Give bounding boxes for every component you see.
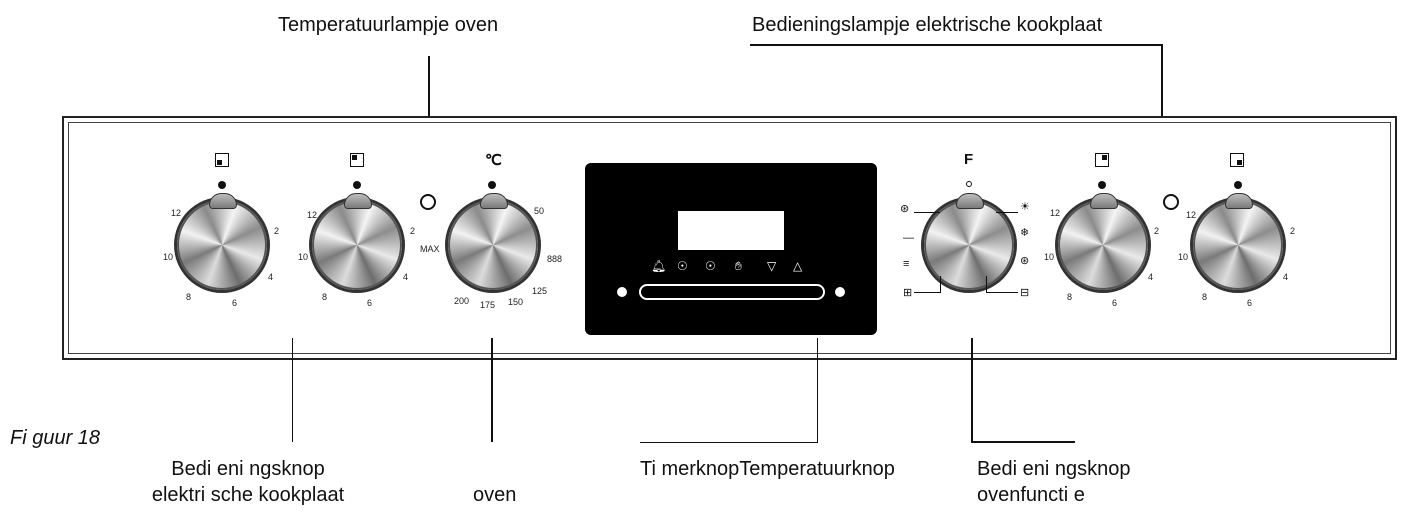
function-symbol: F [964,151,974,168]
scale-label: 8 [1067,292,1073,302]
knob-indicator-dot [218,181,226,189]
scale-label: 125 [532,286,548,296]
scale-label: 2 [410,226,416,236]
light-icon: ☀︎ [1020,201,1030,213]
hob-knob-2[interactable] [312,193,402,290]
scale-label: 12 [307,210,318,220]
scale-label: 2 [1290,226,1296,236]
oven-temperature-knob[interactable] [448,193,538,290]
grill-label: 888 [547,254,563,264]
bell-icon[interactable]: 🔔︎ [651,259,667,273]
hob-indicator-lamp [1163,194,1179,210]
scale-label: 2 [274,226,280,236]
oven-temperature-lamp-label: Temperatuurlampje oven [278,14,499,36]
minus-icon[interactable]: ▽ [767,259,777,273]
scale-label: 4 [1283,272,1289,282]
manual-icon[interactable]: ✋︎ [735,259,742,273]
scale-label: 12 [1050,208,1061,218]
leader-line-function-v [971,338,973,442]
leader-line-oven-lamp [428,56,430,154]
function-line [940,276,941,293]
hob-knob-label-line2: elektri sche kookplaat [151,484,345,506]
scale-label: 200 [454,296,470,306]
scale-label: 6 [1247,298,1253,308]
hob-zone-icon [350,153,364,167]
celsius-symbol: ℃ [485,152,502,169]
scale-label: 4 [268,272,274,282]
leader-line-oven-knob [491,338,493,442]
oven-temperature-lamp [420,194,436,210]
knob-indicator-dot [1234,181,1242,189]
scale-label: 2 [1154,226,1160,236]
scale-label: 12 [171,208,182,218]
grill-icon: ⊞ [903,287,913,299]
scale-label: 10 [1044,252,1055,262]
leader-line-function-h [971,441,1075,443]
knob-indicator-dot [1098,181,1106,189]
hob-knob-3[interactable] [1058,193,1148,290]
display-screen [678,211,784,250]
plus-icon[interactable]: △ [793,259,803,273]
scale-label: 6 [367,298,373,308]
fan-grill-icon: ⊛ [1020,255,1030,267]
cook-start-icon[interactable]: ☉ [677,259,688,273]
scale-label: 8 [1202,292,1208,302]
timer-temperature-knob-label: Ti merknopTemperatuurknop [640,458,895,480]
leader-line-hob-lamp-v [1161,44,1163,158]
scale-label: 4 [1148,272,1154,282]
oven-function-knob[interactable] [924,193,1014,290]
scale-label: 8 [186,292,192,302]
figure-label: Fi guur 18 [10,427,101,449]
function-line [986,292,1018,293]
scale-label: 175 [480,300,496,310]
hob-knob-1[interactable] [177,193,267,290]
scale-label: 10 [298,252,309,262]
leader-line-hob-lamp-h [750,44,1163,46]
scale-label: 12 [1186,210,1197,220]
hob-zone-icon [215,153,229,167]
defrost-icon: ❄︎ [1020,227,1030,239]
cook-end-icon[interactable]: ☉ [705,259,716,273]
scale-label: 10 [1178,252,1189,262]
scale-label: 50 [534,206,545,216]
full-grill-icon: ⊟ [1020,287,1030,299]
bottom-heat-icon: — [903,232,914,244]
leader-line-timer-v [817,338,818,442]
function-line [996,212,1018,213]
slider-left-dot[interactable] [617,287,627,297]
touch-slider[interactable] [639,284,825,300]
slider-right-dot[interactable] [835,287,845,297]
top-bottom-heat-icon: ≡ [903,258,910,270]
function-indicator-circle [966,181,972,187]
hob-indicator-lamp-label: Bedieningslampje elektrische kookplaat [752,14,1103,36]
leader-line-timer-h [640,442,818,443]
fan-icon: ⊛ [900,203,910,215]
scale-label: 4 [403,272,409,282]
oven-label: oven [473,484,517,506]
scale-label: 8 [322,292,328,302]
hob-zone-icon [1230,153,1244,167]
hob-knob-4[interactable] [1193,193,1283,290]
knob-indicator-dot [353,181,361,189]
function-knob-label-line1: Bedi eni ngsknop [977,458,1131,480]
function-line [914,212,940,213]
control-panel-inner [68,122,1391,354]
scale-label: 150 [508,297,524,307]
scale-label: 10 [163,252,174,262]
max-label: MAX [420,244,440,254]
hob-zone-icon [1095,153,1109,167]
timer-display: 🔔︎ ☉ ☉ ✋︎ ▽ △ [585,163,877,335]
knob-indicator-dot [488,181,496,189]
function-line [986,276,987,293]
scale-label: 6 [1112,298,1118,308]
function-knob-label-line2: ovenfuncti e [977,484,1085,506]
function-line [914,292,940,293]
scale-label: 6 [232,298,238,308]
leader-line-hob-knob [292,338,293,442]
hob-knob-label-line1: Bedi eni ngsknop [171,458,325,480]
